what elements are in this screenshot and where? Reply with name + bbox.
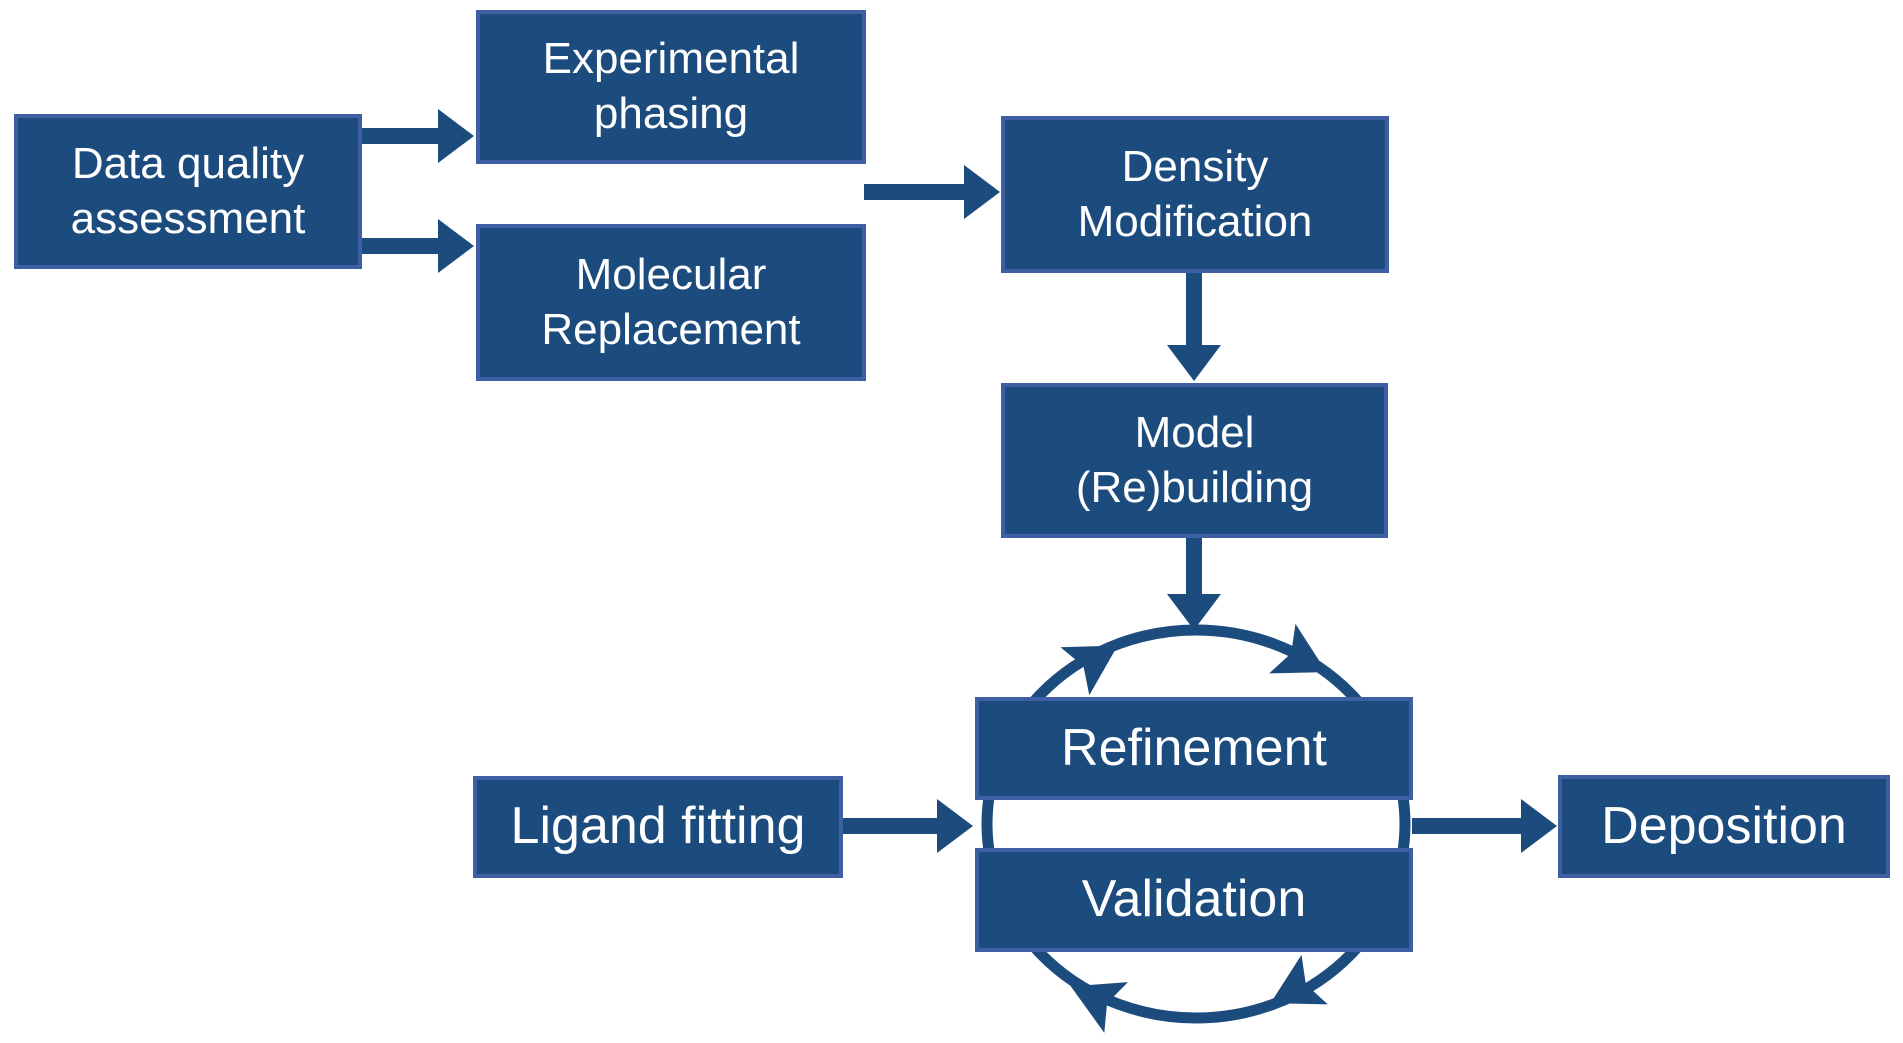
node-ligand-fitting: Ligand fitting <box>473 776 843 878</box>
arrow-ligand-fitting-to-cycle <box>842 799 973 853</box>
node-label: Data quality assessment <box>70 138 306 243</box>
node-label: Density Modification <box>1077 141 1313 246</box>
node-label: Model (Re)building <box>1075 407 1314 512</box>
arrow-model-rebuilding-to-cycle <box>1167 538 1221 630</box>
node-label: Ligand fitting <box>510 797 806 856</box>
node-label: Refinement <box>1061 718 1327 777</box>
cycle-arrowhead-bottom-left <box>1070 982 1128 1033</box>
node-model-rebuilding: Model (Re)building <box>1001 383 1388 538</box>
node-label: Validation <box>1081 870 1307 929</box>
cycle-arrowhead-top-left <box>1060 645 1118 696</box>
cycle-arrowhead-bottom-right <box>1270 954 1328 1005</box>
arrow-data-quality-to-experimental-phasing <box>362 109 474 163</box>
node-validation: Validation <box>975 848 1413 952</box>
node-label: Experimental phasing <box>542 34 800 138</box>
node-experimental-phasing: Experimental phasing <box>476 10 866 164</box>
arrow-density-modification-to-model-rebuilding <box>1167 273 1221 381</box>
node-molecular-replacement: Molecular Replacement <box>476 224 866 381</box>
arrow-phasing-to-density-modification <box>864 165 1000 219</box>
node-label: Molecular Replacement <box>541 249 801 354</box>
node-data-quality-assessment: Data quality assessment <box>14 114 362 269</box>
node-density-modification: Density Modification <box>1001 116 1389 273</box>
arrow-cycle-to-deposition <box>1412 799 1557 853</box>
node-label: Deposition <box>1601 796 1847 855</box>
node-deposition: Deposition <box>1558 775 1890 878</box>
refinement-validation-cycle-arrow <box>981 624 1411 1024</box>
cycle-arrowhead-top-right <box>1269 623 1327 674</box>
arrow-data-quality-to-molecular-replacement <box>362 219 474 273</box>
node-refinement: Refinement <box>975 697 1413 800</box>
